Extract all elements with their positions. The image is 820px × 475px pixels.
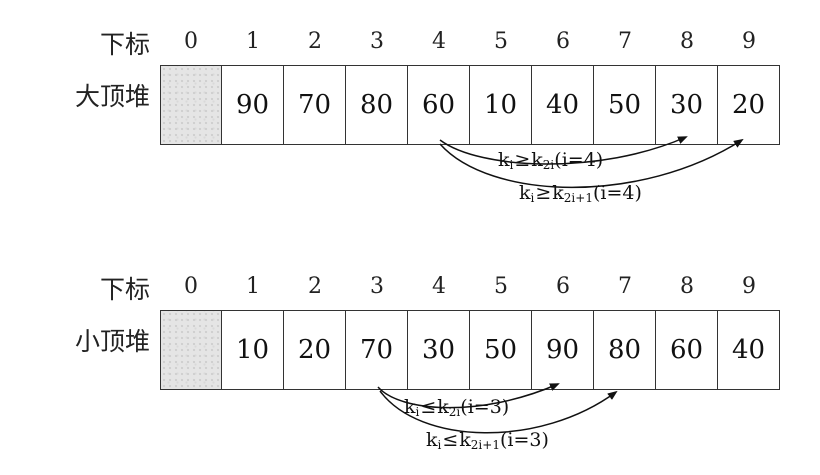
- heap-name-label: 大顶堆: [74, 82, 150, 111]
- array-cell: 20: [284, 310, 346, 390]
- index-number: 7: [618, 274, 632, 299]
- array-cell: 90: [222, 65, 284, 145]
- index-number: 9: [742, 274, 756, 299]
- min-relation-2i: ki≤k2i(i=3): [404, 396, 510, 419]
- index-number: 0: [184, 29, 198, 54]
- array-cell: 30: [656, 65, 718, 145]
- index-number: 9: [742, 29, 756, 54]
- array-cell: 70: [346, 310, 408, 390]
- array-cell: 50: [470, 310, 532, 390]
- array-cell: 80: [594, 310, 656, 390]
- index-number: 2: [308, 274, 322, 299]
- array-cell: 10: [222, 310, 284, 390]
- index-number: 5: [494, 274, 508, 299]
- max-relation-2i: ki≥k2i(i=4): [498, 149, 604, 172]
- index-number: 1: [246, 274, 260, 299]
- array-cell: 90: [532, 310, 594, 390]
- index-number: 2: [308, 29, 322, 54]
- index-number: 4: [432, 274, 446, 299]
- min-relation-2i1: ki≤k2i+1(i=3): [426, 429, 549, 452]
- index-number: 3: [370, 274, 384, 299]
- array-cell: 30: [408, 310, 470, 390]
- array-cell: 60: [656, 310, 718, 390]
- index-number: 1: [246, 29, 260, 54]
- array-cell: 70: [284, 65, 346, 145]
- array-cell: 80: [346, 65, 408, 145]
- index-label: 下标: [99, 275, 150, 304]
- index-number: 5: [494, 29, 508, 54]
- array-cell: 40: [718, 310, 780, 390]
- max-relation-2i1: ki≥k2i+1(i=4): [519, 182, 642, 205]
- index-number: 0: [184, 274, 198, 299]
- index-number: 3: [370, 29, 384, 54]
- index-number: 4: [432, 29, 446, 54]
- index-number: 8: [680, 274, 694, 299]
- index-number: 8: [680, 29, 694, 54]
- index-number: 7: [618, 29, 632, 54]
- index-label: 下标: [99, 30, 150, 59]
- index-number: 6: [556, 29, 570, 54]
- unused-cell: [160, 310, 222, 390]
- array-cell: 10: [470, 65, 532, 145]
- array-cell: 60: [408, 65, 470, 145]
- array-cell: 40: [532, 65, 594, 145]
- array-cell: 20: [718, 65, 780, 145]
- unused-cell: [160, 65, 222, 145]
- array-cell: 50: [594, 65, 656, 145]
- index-number: 6: [556, 274, 570, 299]
- heap-name-label: 小顶堆: [74, 327, 150, 356]
